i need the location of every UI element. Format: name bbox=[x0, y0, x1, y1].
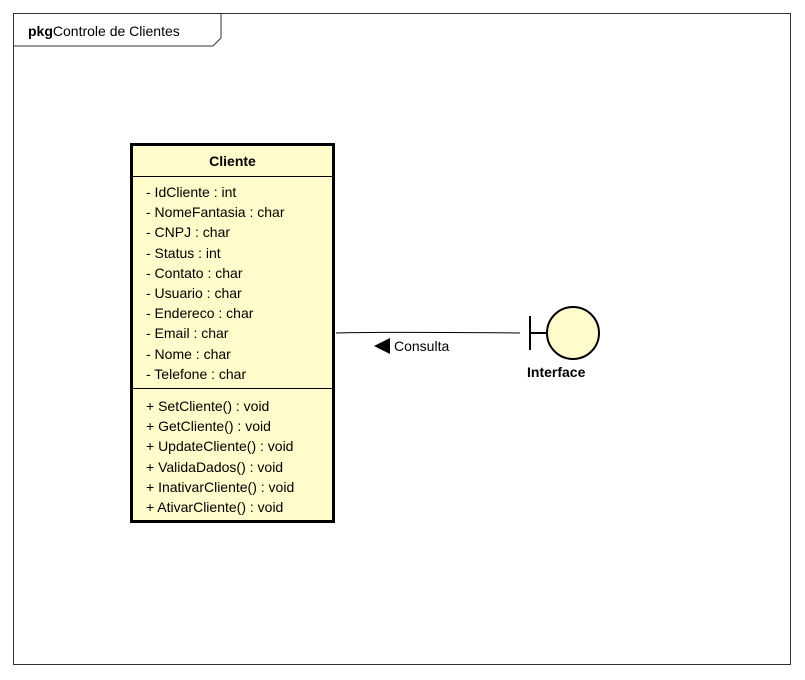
operation-item: + GetCliente() : void bbox=[146, 418, 271, 435]
attribute-item: - Endereco : char bbox=[146, 305, 254, 322]
package-frame: pkgControle de Clientes bbox=[13, 13, 791, 665]
attribute-list: - IdCliente : int - NomeFantasia : char … bbox=[146, 182, 285, 384]
class-cliente[interactable]: Cliente - IdCliente : int - NomeFantasia… bbox=[130, 143, 335, 523]
attribute-item: - Telefone : char bbox=[146, 365, 247, 382]
attribute-item: - Status : int bbox=[146, 244, 221, 261]
attribute-item: - Contato : char bbox=[146, 264, 243, 281]
package-name: Controle de Clientes bbox=[52, 23, 180, 39]
operation-item: + SetCliente() : void bbox=[146, 398, 270, 414]
association-line[interactable] bbox=[335, 331, 521, 334]
attribute-item: - Usuario : char bbox=[146, 285, 242, 302]
operation-item: + AtivarCliente() : void bbox=[146, 499, 284, 516]
operation-list: + SetCliente() : void + GetCliente() : v… bbox=[146, 396, 294, 517]
package-label: pkgControle de Clientes bbox=[28, 23, 180, 39]
boundary-name: Interface bbox=[527, 364, 586, 380]
class-name-divider bbox=[133, 176, 332, 177]
operation-item: + InativarCliente() : void bbox=[146, 478, 295, 495]
attribute-item: - Nome : char bbox=[146, 345, 231, 362]
class-name: Cliente bbox=[209, 153, 256, 169]
attribute-item: - IdCliente : int bbox=[146, 184, 237, 200]
package-tab bbox=[14, 14, 222, 47]
attribute-item: - Email : char bbox=[146, 325, 229, 342]
attribute-item: - CNPJ : char bbox=[146, 224, 231, 241]
association-label: Consulta bbox=[394, 338, 450, 354]
operation-item: + UpdateCliente() : void bbox=[146, 438, 294, 455]
association-direction-arrow bbox=[374, 338, 390, 354]
attribute-divider bbox=[133, 388, 332, 389]
attribute-item: - NomeFantasia : char bbox=[146, 204, 285, 221]
boundary-icon[interactable] bbox=[529, 306, 600, 360]
operation-item: + ValidaDados() : void bbox=[146, 458, 284, 475]
package-keyword: pkg bbox=[28, 23, 53, 39]
